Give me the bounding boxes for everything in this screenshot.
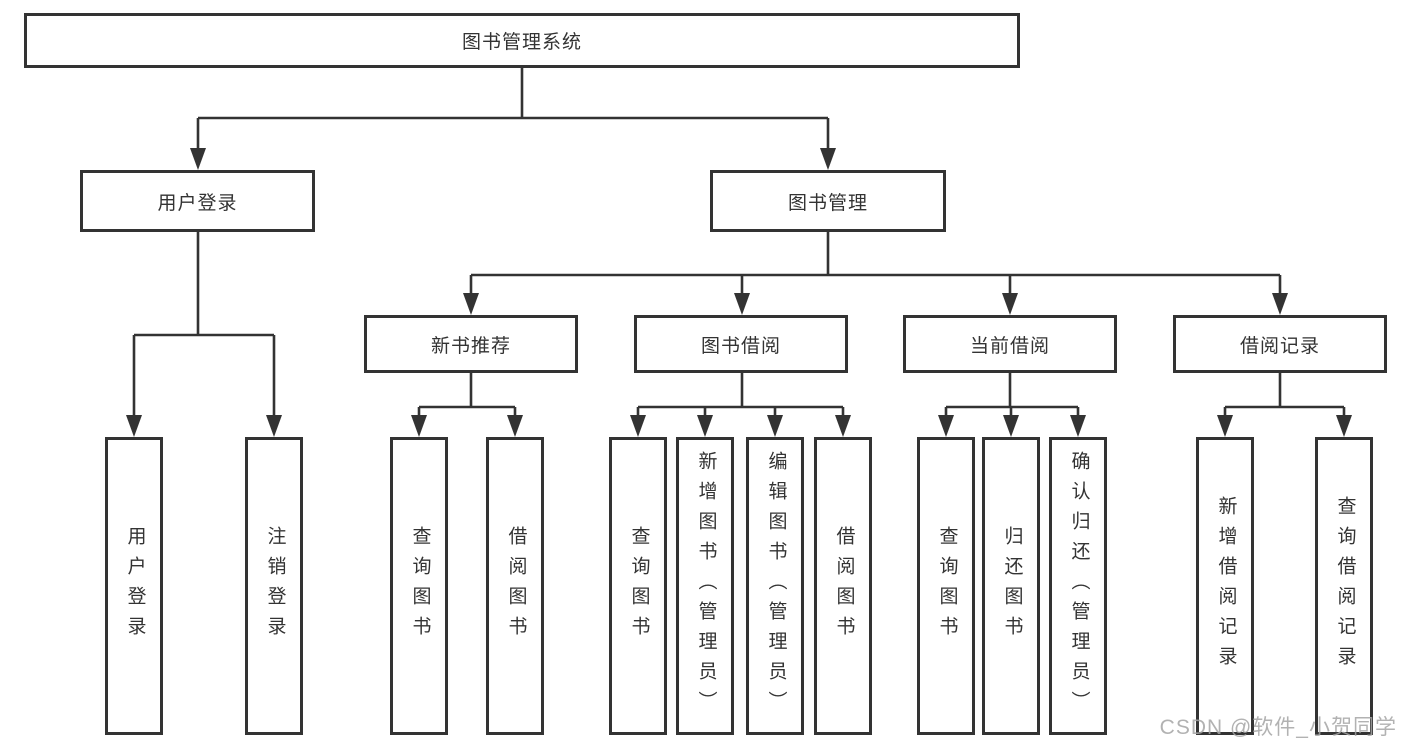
node-leaf-query-borrow-record: 查询借阅记录 [1315, 437, 1373, 735]
node-leaf-add-book-admin: 新增图书（管理员） [676, 437, 734, 735]
node-current-borrow-label: 当前借阅 [969, 335, 1050, 357]
node-leaf-logout: 注销登录 [245, 437, 303, 735]
node-leaf-user-login-label: 用户登录 [124, 526, 146, 646]
node-root-system: 图书管理系统 [24, 13, 1020, 68]
node-book-management-label: 图书管理 [787, 192, 868, 214]
node-book-borrow: 图书借阅 [634, 315, 848, 373]
node-leaf-return-books-label: 归还图书 [1001, 526, 1023, 646]
node-borrow-records: 借阅记录 [1173, 315, 1387, 373]
node-leaf-edit-book-admin-label: 编辑图书（管理员） [765, 451, 787, 721]
node-leaf-query-borrow-record-label: 查询借阅记录 [1334, 496, 1356, 676]
node-leaf-query-books-borrow: 查询图书 [609, 437, 667, 735]
node-leaf-query-books-borrow-label: 查询图书 [628, 526, 650, 646]
arrowhead-icons [126, 148, 1352, 437]
node-leaf-query-books-current-label: 查询图书 [936, 526, 958, 646]
node-borrow-records-label: 借阅记录 [1239, 335, 1320, 357]
node-leaf-logout-label: 注销登录 [264, 526, 286, 646]
node-user-login: 用户登录 [80, 170, 315, 232]
node-leaf-add-borrow-record: 新增借阅记录 [1196, 437, 1254, 735]
node-leaf-borrow-books-recommend-label: 借阅图书 [505, 526, 527, 646]
node-leaf-borrow-books-borrow: 借阅图书 [814, 437, 872, 735]
node-leaf-borrow-books-recommend: 借阅图书 [486, 437, 544, 735]
node-new-book-recommend-label: 新书推荐 [430, 335, 511, 357]
node-leaf-add-book-admin-label: 新增图书（管理员） [695, 451, 717, 721]
csdn-watermark: CSDN @软件_小贺同学 [1159, 716, 1397, 739]
node-leaf-add-borrow-record-label: 新增借阅记录 [1215, 496, 1237, 676]
node-book-management: 图书管理 [710, 170, 946, 232]
node-leaf-user-login: 用户登录 [105, 437, 163, 735]
node-leaf-edit-book-admin: 编辑图书（管理员） [746, 437, 804, 735]
node-leaf-return-books: 归还图书 [982, 437, 1040, 735]
node-book-borrow-label: 图书借阅 [700, 335, 781, 357]
node-leaf-confirm-return-admin: 确认归还（管理员） [1049, 437, 1107, 735]
node-leaf-query-books-recommend: 查询图书 [390, 437, 448, 735]
node-root-label: 图书管理系统 [461, 32, 582, 53]
node-leaf-query-books-current: 查询图书 [917, 437, 975, 735]
node-current-borrow: 当前借阅 [903, 315, 1117, 373]
node-leaf-query-books-recommend-label: 查询图书 [409, 526, 431, 646]
node-new-book-recommend: 新书推荐 [364, 315, 578, 373]
node-leaf-confirm-return-admin-label: 确认归还（管理员） [1068, 451, 1090, 721]
node-user-login-label: 用户登录 [157, 192, 238, 214]
node-leaf-borrow-books-borrow-label: 借阅图书 [833, 526, 855, 646]
